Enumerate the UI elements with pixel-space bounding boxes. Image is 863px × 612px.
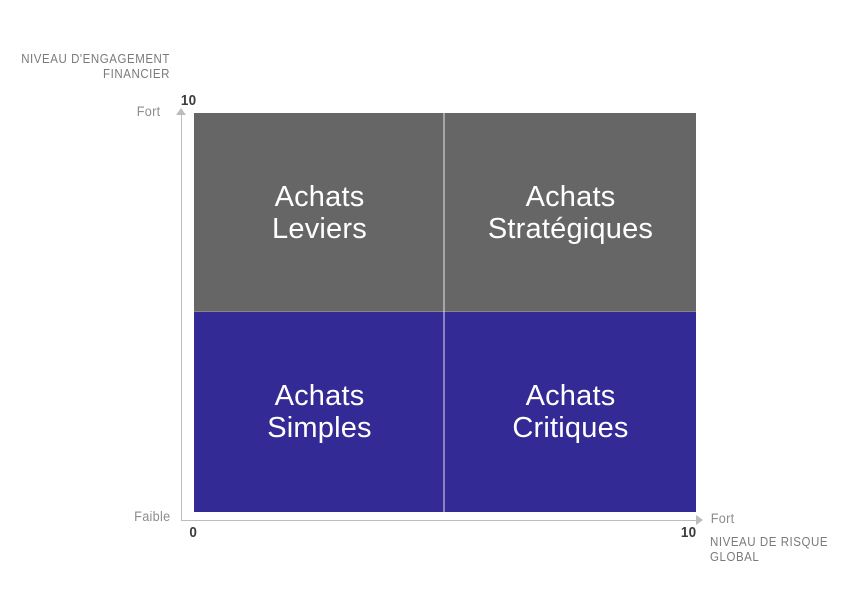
x-axis-tick-max: 10	[680, 524, 697, 541]
quadrant-achats-critiques[interactable]: Achats Critiques	[445, 312, 696, 512]
quadrant-achats-strategiques[interactable]: Achats Stratégiques	[445, 113, 696, 312]
matrix-horizontal-divider	[194, 311, 696, 312]
quadrant-achats-strategiques-label: Achats Stratégiques	[487, 180, 654, 245]
x-axis-title: NIVEAU DE RISQUE GLOBAL	[710, 535, 829, 564]
y-axis-title: NIVEAU D'ENGAGEMENT FINANCIER	[21, 52, 170, 81]
x-axis-tick-min: 0	[189, 524, 198, 541]
y-axis-line	[181, 112, 182, 520]
y-axis-scale-low-label: Faible	[134, 509, 171, 524]
quadrant-achats-simples-label: Achats Simples	[267, 380, 372, 444]
purchasing-matrix: Achats Leviers Achats Stratégiques Achat…	[194, 113, 696, 512]
y-axis-scale-high-label: Fort	[136, 104, 161, 119]
quadrant-achats-critiques-label: Achats Critiques	[512, 380, 629, 444]
y-axis-arrow-icon	[176, 108, 186, 115]
quadrant-achats-leviers-label: Achats Leviers	[272, 180, 367, 245]
y-axis-tick-max: 10	[180, 92, 197, 109]
quadrant-achats-simples[interactable]: Achats Simples	[194, 312, 445, 512]
quadrant-achats-leviers[interactable]: Achats Leviers	[194, 113, 445, 312]
x-axis-scale-high-label: Fort	[710, 511, 735, 526]
x-axis-line	[181, 520, 699, 521]
x-axis-arrow-icon	[696, 515, 703, 525]
matrix-vertical-divider	[443, 113, 445, 512]
